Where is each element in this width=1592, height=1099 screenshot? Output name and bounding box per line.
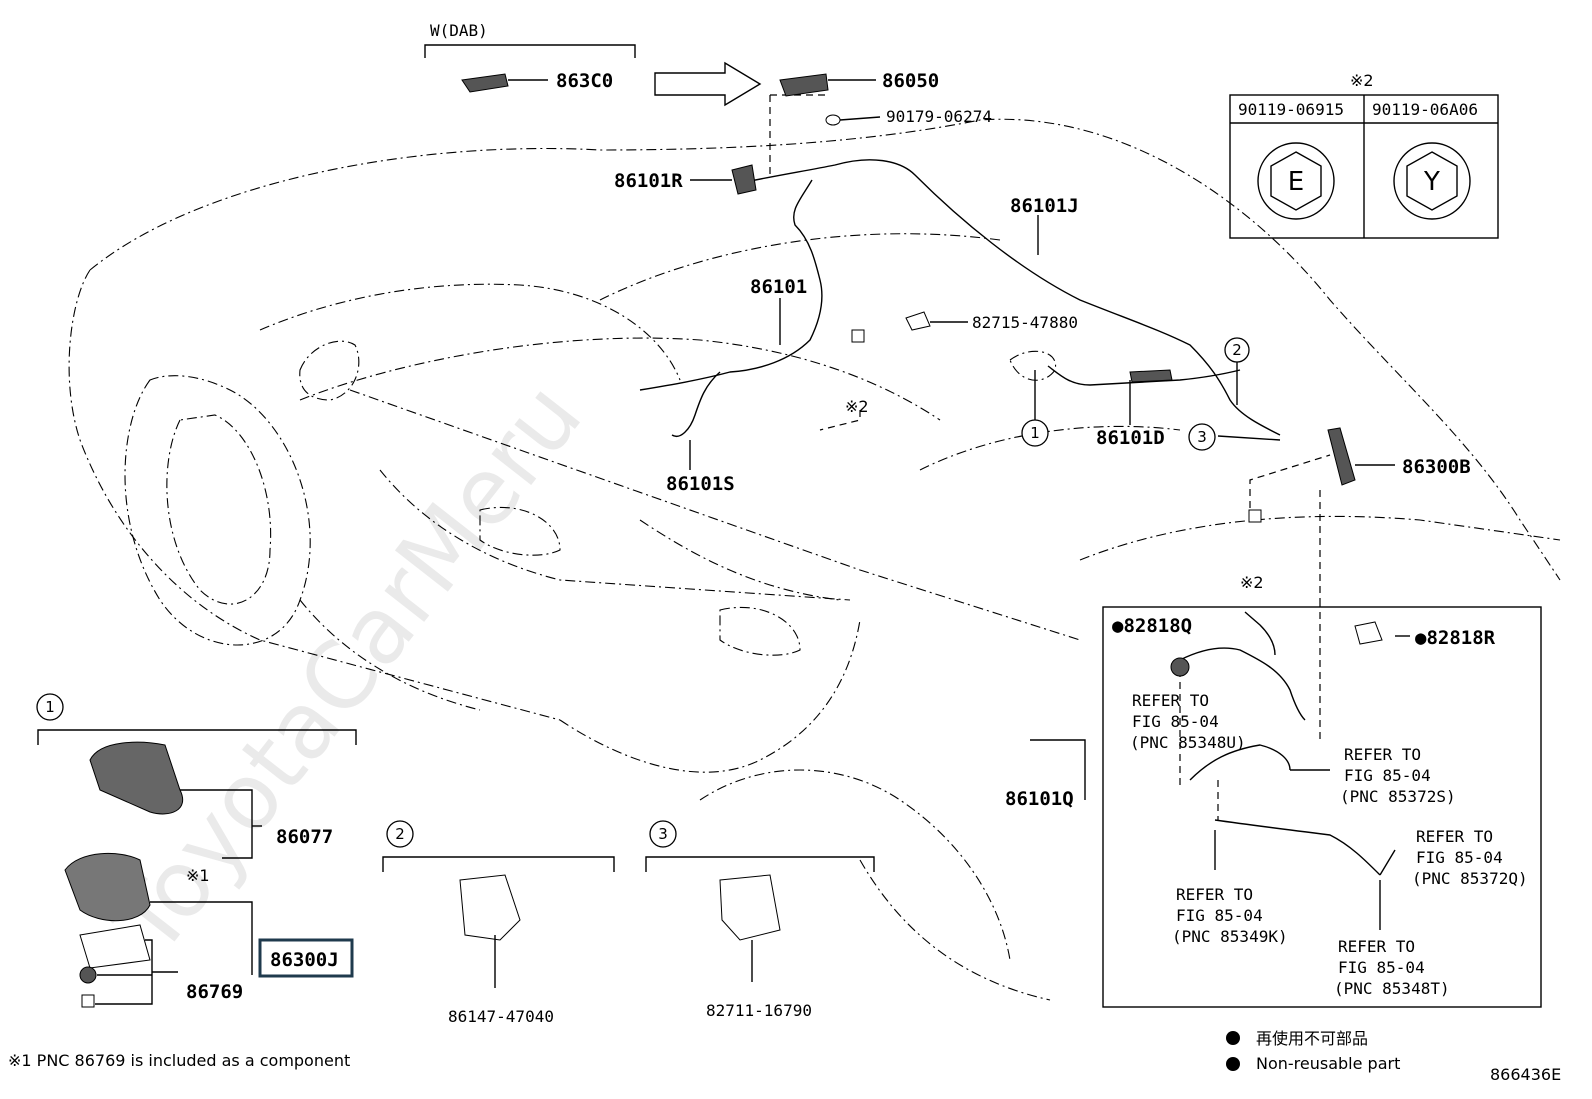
ref-85349K-line2: FIG 85-04 [1176,906,1263,925]
nut-90179-icon [825,114,841,126]
label-86769: 86769 [186,981,243,1003]
variant-label: W(DAB) [430,21,488,40]
label-82818Q: ●82818Q [1112,615,1192,637]
leaders [95,79,1410,1005]
label-86101: 86101 [750,276,807,298]
mark-1: ※1 [186,866,210,885]
wdab-bracket [424,44,636,58]
callout-3-text: 3 [658,825,668,843]
clip-82715-icon [905,311,931,331]
nut-86769-icon [79,966,97,984]
bolt-table-mark: ※2 [1350,71,1374,90]
ref-85348T-line3: (PNC 85348T) [1334,979,1450,998]
label-86101Q: 86101Q [1005,788,1074,810]
bolt2-icon [1248,509,1262,523]
mark-2-right: ※2 [1240,573,1264,592]
bolt-table-col1: 90119-06915 [1238,100,1344,119]
callout-2-car [1224,337,1250,363]
label-82715-47880: 82715-47880 [972,313,1078,332]
car-outline [68,118,1561,1001]
ref-85372S-line2: FIG 85-04 [1344,766,1431,785]
callout-1-car-text: 1 [1030,424,1040,442]
legend-jp: 再使用不可部品 [1256,1029,1368,1048]
highlight-86300J [258,938,354,978]
label-86147-47040: 86147-47040 [448,1007,554,1026]
clip-863C0-icon [461,73,509,93]
bolt-y-icon: Y [1423,167,1440,197]
ref-85348T-line1: REFER TO [1338,937,1415,956]
subassembly-3: 3 82711-16790 [645,820,875,1020]
label-863C0: 863C0 [556,70,613,92]
bolt-table: ※2 90119-06915 90119-06A06 E Y [1229,71,1499,239]
clamp-82711-icon [719,874,781,941]
gasket-icon [79,924,151,969]
antenna-cover-86077-icon [89,741,184,815]
mark-2-center: ※2 [845,397,869,416]
bolt-icon [851,329,865,343]
ref-85348T-line2: FIG 85-04 [1338,958,1425,977]
ref-85349K-line1: REFER TO [1176,885,1253,904]
antenna-base-86300J-icon [64,852,151,922]
detail-box: ●82818Q ●82818R REFER TO FIG 85-04 (PNC … [1102,606,1542,1008]
subassembly-1: 1 86077 ※1 86300J 86769 [36,693,357,1003]
callout-3-car-text: 3 [1197,428,1207,446]
connector-82818R-icon [1354,621,1383,645]
cable-clip-86101D-icon [1129,369,1173,383]
arrow-right-icon [654,61,762,107]
label-86077: 86077 [276,826,333,848]
ref-85349K-line3: (PNC 85349K) [1172,927,1288,946]
callout-1 [36,693,64,721]
legend-en: Non-reusable part [1256,1054,1400,1073]
ref-85372S-line3: (PNC 85372S) [1340,787,1456,806]
figure-id: 866436E [1490,1065,1561,1084]
callout-1-text: 1 [45,698,55,716]
bolt-table-col2: 90119-06A06 [1372,100,1478,119]
ref-85372S-line1: REFER TO [1344,745,1421,764]
label-82711-16790: 82711-16790 [706,1001,812,1020]
connector-86101R-icon [731,164,757,195]
bolt-e-icon: E [1288,167,1304,197]
ref-85372Q-line3: (PNC 85372Q) [1412,869,1528,888]
ref-85348U-line3: (PNC 85348U) [1130,733,1246,752]
ref-85372Q-line1: REFER TO [1416,827,1493,846]
label-86050: 86050 [882,70,939,92]
footer-note: ※1 PNC 86769 is included as a component [8,1051,350,1070]
label-86101J: 86101J [1010,195,1079,217]
callout-2-car-text: 2 [1232,341,1242,359]
callout-2-text: 2 [395,825,405,843]
callout-3-car [1188,423,1216,451]
connector-82818Q-icon [1170,657,1190,677]
subassembly-2: 2 86147-47040 [382,820,615,1026]
antenna-cables [639,94,1381,876]
legend-dot-en [1226,1057,1240,1071]
ref-85372Q-line2: FIG 85-04 [1416,848,1503,867]
clamp-86147-icon [459,874,521,941]
label-86101D: 86101D [1096,427,1165,449]
label-86300B: 86300B [1402,456,1471,478]
callout-2 [386,820,414,848]
label-90179-06274: 90179-06274 [886,107,992,126]
ref-85348U-line2: FIG 85-04 [1132,712,1219,731]
clip-86050-icon [779,73,829,97]
callout-3 [649,820,677,848]
label-86101R: 86101R [614,170,683,192]
legend-dot-jp [1226,1031,1240,1045]
antenna-86300B-icon [1327,427,1356,486]
screw-86769-icon [81,994,95,1008]
watermark: ToyotaCarMeru [92,363,602,974]
part-glyphs [64,73,1383,1008]
callout-1-car [1021,419,1049,447]
label-86101S: 86101S [666,473,735,495]
label-86300J: 86300J [270,949,339,971]
ref-85348U-line1: REFER TO [1132,691,1209,710]
label-82818R: ●82818R [1415,627,1496,649]
